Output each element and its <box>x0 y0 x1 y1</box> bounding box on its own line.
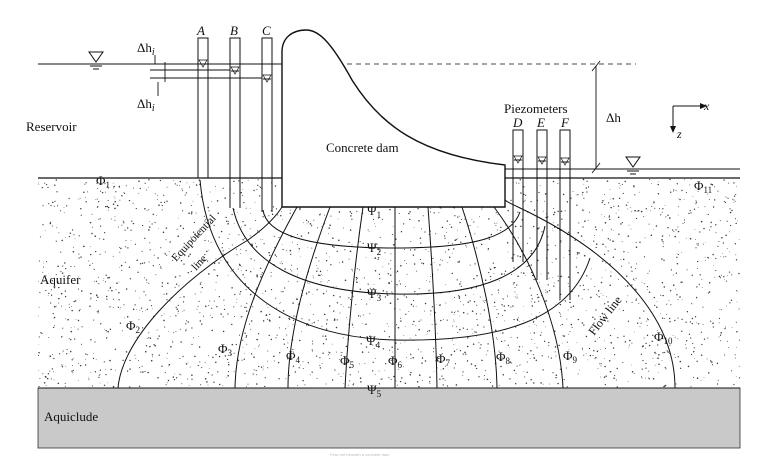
figure-caption: Flow net beneath a concrete dam <box>330 452 390 457</box>
equipotential-lines <box>117 199 676 389</box>
phi-label-8: Φ8 <box>496 349 511 366</box>
equipotential-phi-2 <box>117 206 283 389</box>
concrete-dam <box>281 29 506 208</box>
psi-label-2: Ψ2 <box>367 240 381 257</box>
delta-h-dimension <box>591 60 601 174</box>
phi-label-10: Φ10 <box>654 329 673 346</box>
piezometers-label: Piezometers <box>504 101 568 116</box>
aquiclude-layer <box>37 387 741 449</box>
piezometer-C <box>261 37 273 212</box>
water-surface-marker-upstream <box>88 51 104 70</box>
flow-line-psi-2 <box>262 209 521 249</box>
piezometer-label-C: C <box>262 23 271 38</box>
coordinate-axes <box>670 103 707 133</box>
psi-label-5: Ψ5 <box>367 382 382 399</box>
delta-hi-label-top: Δhi <box>137 40 155 58</box>
piezometer-A <box>197 37 209 178</box>
piezometer-F <box>559 129 571 300</box>
piezometer-D <box>512 129 524 262</box>
psi-label-1: Ψ1 <box>367 203 381 220</box>
phi-label-11: Φ11 <box>694 178 712 195</box>
ground-surface <box>38 177 740 389</box>
concrete-dam-label: Concrete dam <box>326 140 399 155</box>
reservoir-label: Reservoir <box>26 119 77 134</box>
equipotential-phi-9 <box>493 206 564 389</box>
phi-label-2: Φ2 <box>126 318 140 335</box>
piezometer-label-D: D <box>512 115 523 130</box>
piezometer-label-E: E <box>536 115 545 130</box>
equipotential-phi-8 <box>461 206 498 389</box>
equipotential-phi-5 <box>344 206 364 389</box>
piezometer-label-F: F <box>560 115 570 130</box>
tailwater-surface <box>505 156 740 175</box>
equipotential-line-label-2: line <box>189 253 209 273</box>
aquifer-label: Aquifer <box>40 272 81 287</box>
phi-label-9: Φ9 <box>563 348 578 365</box>
piezometer-B <box>229 37 241 208</box>
piezometer-label-B: B <box>230 23 238 38</box>
equipotential-phi-7 <box>427 206 438 389</box>
psi-label-4: Ψ4 <box>366 333 381 350</box>
phi-label-7: Φ7 <box>436 351 451 368</box>
flow-line-label: Flow line <box>585 293 624 338</box>
equipotential-line-label: Equipotential <box>169 213 218 265</box>
axis-x-label: x <box>703 99 710 113</box>
equipotential-phi-4 <box>287 206 331 389</box>
flow-line-psi-3 <box>232 207 546 295</box>
equipotential-phi-3 <box>234 206 298 389</box>
psi-label-3: Ψ3 <box>367 286 382 303</box>
phi-label-5: Φ5 <box>340 353 355 370</box>
phi-label-3: Φ3 <box>218 341 233 358</box>
axis-z-label: z <box>676 127 682 141</box>
piezometer-E <box>536 129 548 280</box>
delta-hi-markers <box>150 55 262 96</box>
aquifer-stipple <box>38 178 740 388</box>
piezometer-label-A: A <box>196 23 205 38</box>
phi-label-6: Φ6 <box>388 353 403 370</box>
phi-label-4: Φ4 <box>286 348 301 365</box>
equipotential-phi-10 <box>504 199 676 389</box>
aquiclude-label: Aquiclude <box>44 409 98 424</box>
phi-label-1: Φ1 <box>96 173 110 190</box>
delta-hi-label-bottom: Δhi <box>137 96 155 114</box>
delta-h-label: Δh <box>606 110 621 125</box>
